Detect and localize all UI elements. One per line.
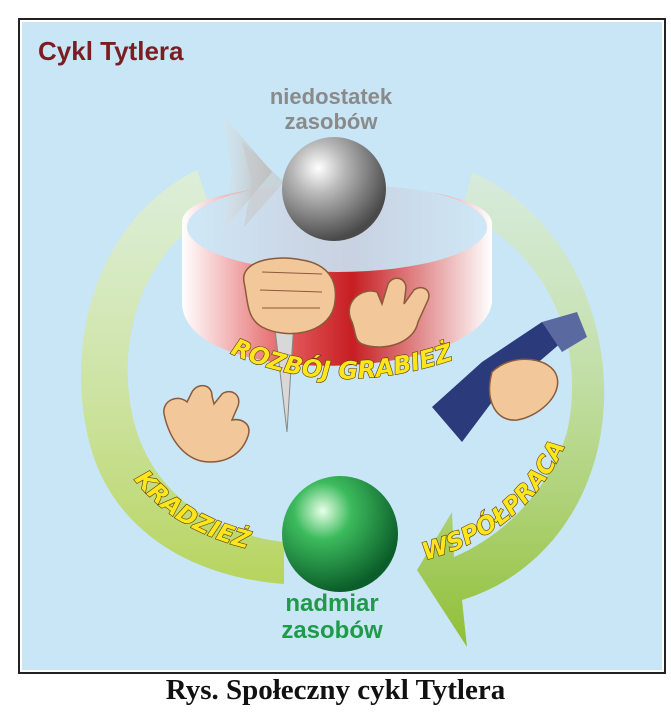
open-hand-icon-left bbox=[164, 386, 249, 462]
diagram-panel: ROZBÓJ GRABIEŻ KRADZIEŻ WSPÓŁPRACA Cykl … bbox=[22, 22, 662, 670]
bottom-label-line2: zasobów bbox=[242, 617, 422, 644]
figure-caption: Rys. Społeczny cykl Tytlera bbox=[0, 674, 671, 707]
diagram-title: Cykl Tytlera bbox=[38, 36, 183, 67]
bottom-sphere-label: nadmiar zasobów bbox=[242, 590, 422, 644]
top-sphere-label: niedostatek zasobów bbox=[256, 84, 406, 134]
sphere-bottom bbox=[282, 476, 398, 592]
bottom-label-line1: nadmiar bbox=[242, 590, 422, 617]
top-label-line1: niedostatek bbox=[256, 84, 406, 109]
fist-icon bbox=[244, 258, 336, 334]
sphere-top bbox=[282, 137, 386, 241]
figure-frame: ROZBÓJ GRABIEŻ KRADZIEŻ WSPÓŁPRACA Cykl … bbox=[18, 18, 666, 674]
top-label-line2: zasobów bbox=[256, 109, 406, 134]
